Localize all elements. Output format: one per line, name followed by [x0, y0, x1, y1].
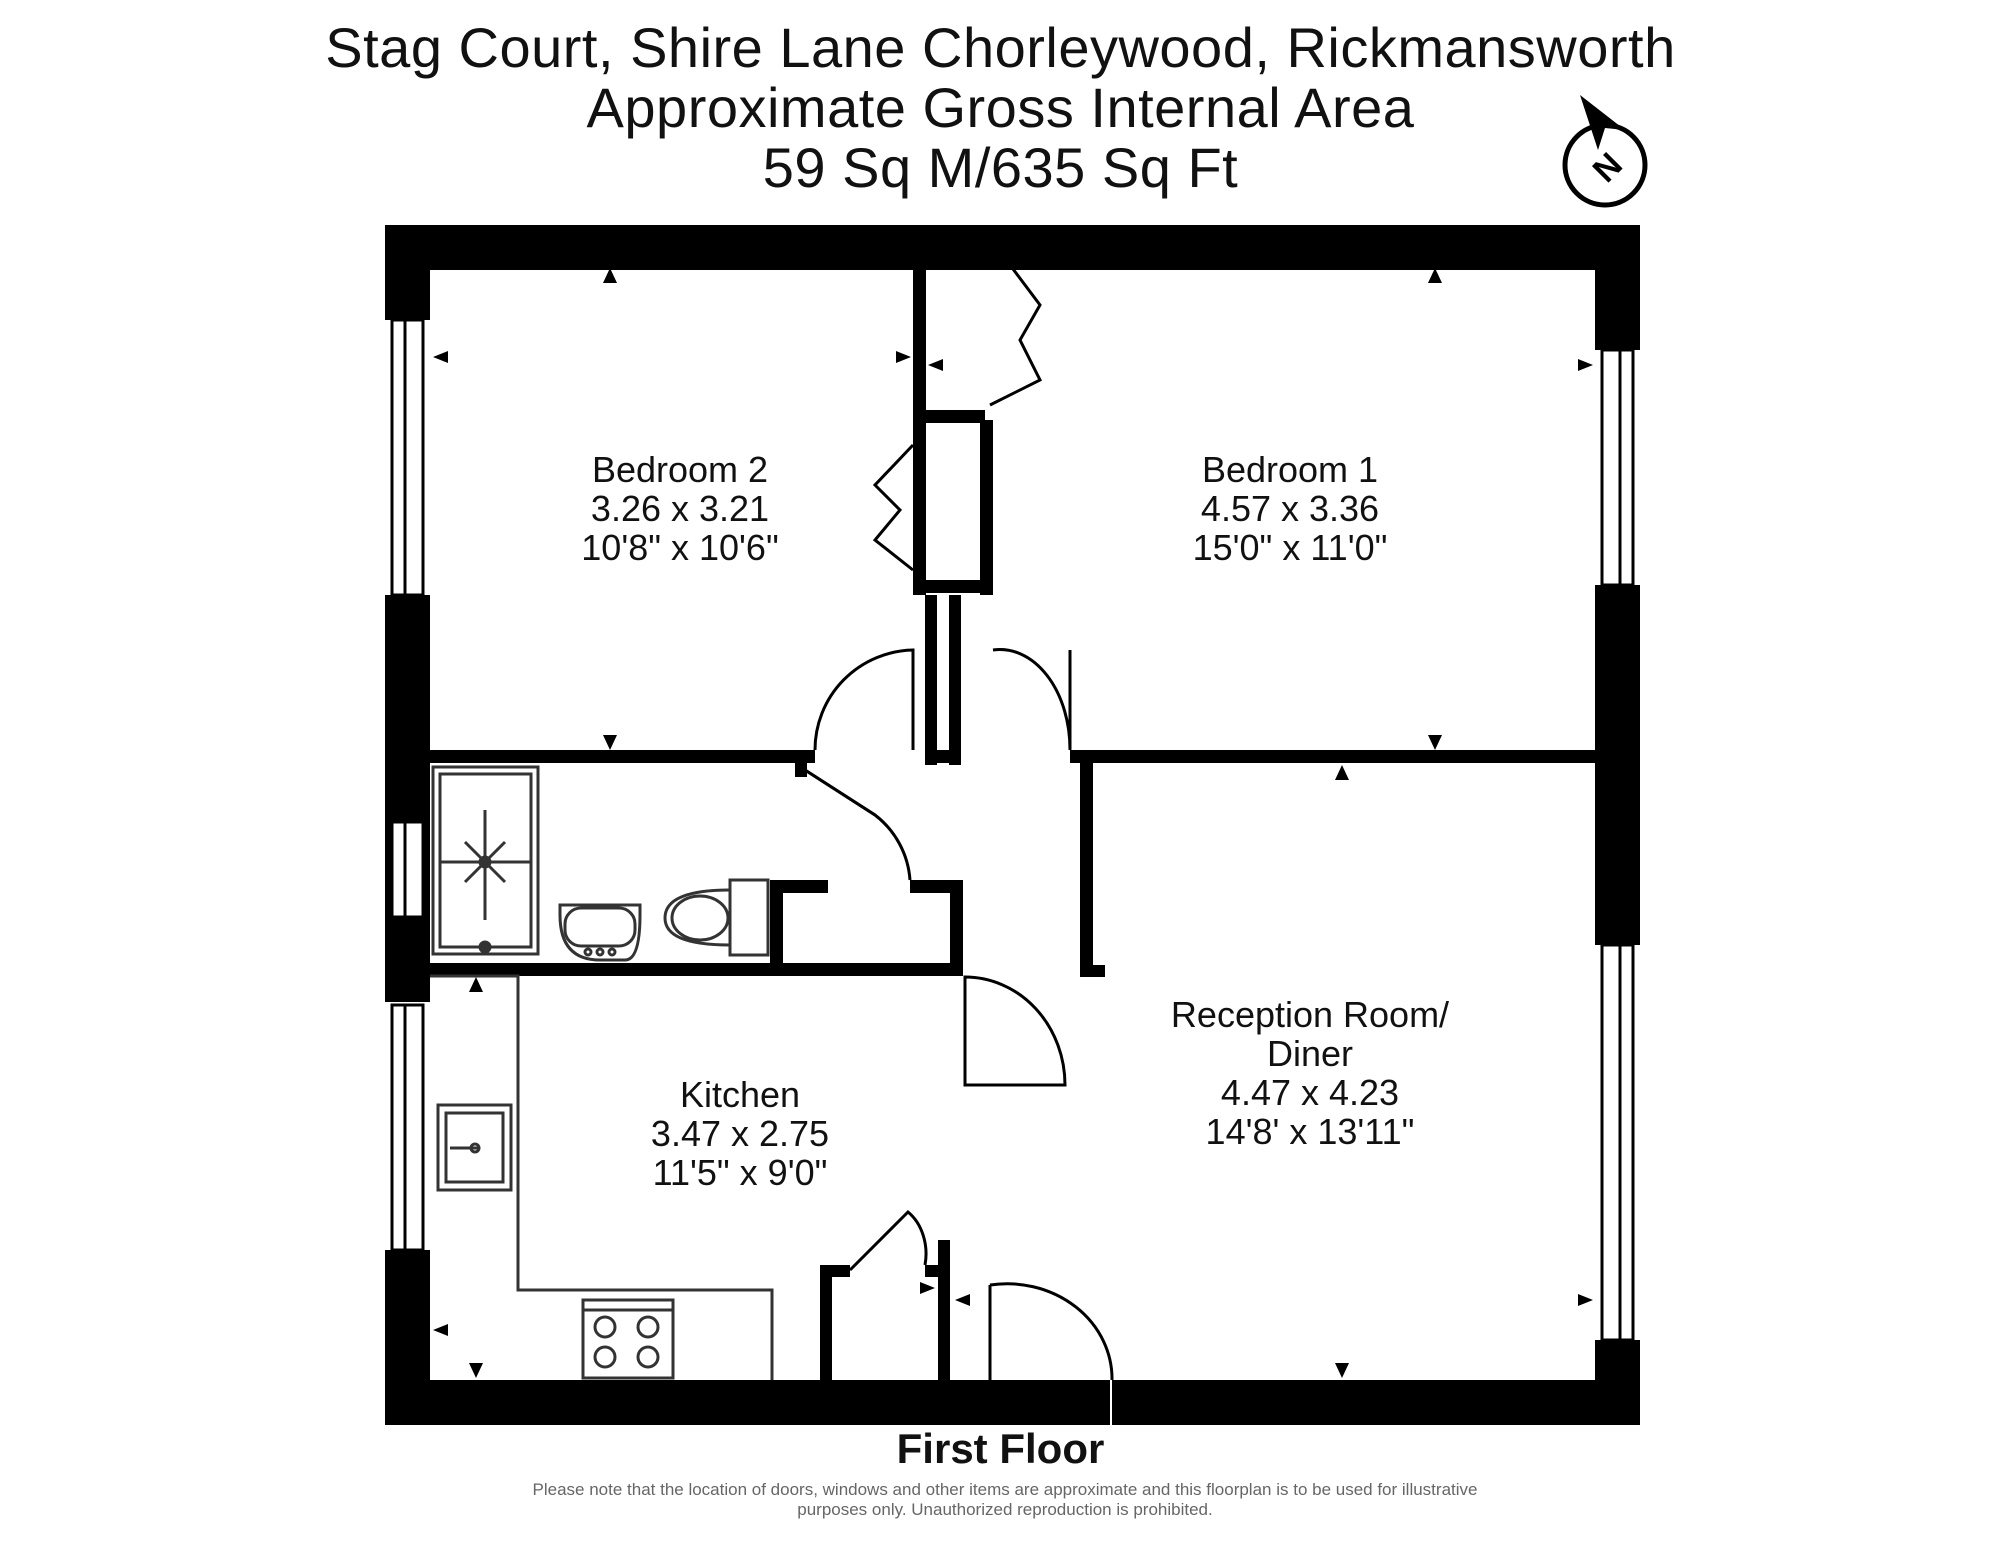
cupboard-door [848, 1209, 928, 1272]
hall-door [963, 975, 1067, 1087]
entrance-door [988, 1282, 1114, 1381]
compass-letter: N [1586, 146, 1630, 190]
room-name: Bedroom 1 [1201, 449, 1379, 490]
doors [804, 648, 1114, 1381]
area-value: 59 Sq M/635 Sq Ft [762, 136, 1239, 199]
room-name: Reception Room/ [1170, 994, 1450, 1035]
north-arrow-icon: N [1562, 95, 1648, 208]
room-metric: 4.47 x 4.23 [1220, 1072, 1400, 1113]
property-address: Stag Court, Shire Lane Chorleywood, Rick… [325, 16, 1676, 79]
floorplan-header: Stag Court, Shire Lane Chorleywood, Rick… [0, 18, 2001, 198]
kitchen-worktop [430, 974, 774, 1380]
room-reception-diner: Reception Room/ Diner 4.47 x 4.23 14'8' … [1130, 995, 1490, 1151]
windows [390, 318, 1635, 1342]
room-kitchen: Kitchen 3.47 x 2.75 11'5" x 9'0" [600, 1075, 880, 1192]
outer-walls [385, 225, 1640, 1425]
wardrobe-doors [872, 263, 1043, 572]
internal-walls [385, 265, 1640, 1380]
area-title: Approximate Gross Internal Area [586, 76, 1415, 139]
room-name: Bedroom 2 [591, 449, 769, 490]
disclaimer: Please note that the location of doors, … [460, 1480, 1550, 1520]
room-bedroom-2: Bedroom 2 3.26 x 3.21 10'8" x 10'6" [540, 450, 820, 567]
bedroom1-door [992, 648, 1072, 751]
basin-icon [558, 903, 642, 962]
bedroom2-door [813, 648, 915, 751]
room-metric: 3.26 x 3.21 [590, 488, 770, 529]
room-imperial: 11'5" x 9'0" [652, 1152, 828, 1193]
room-imperial: 14'8' x 13'11" [1205, 1111, 1415, 1152]
hob-icon [581, 1298, 675, 1380]
room-imperial: 10'8" x 10'6" [581, 527, 779, 568]
room-name-continued: Diner [1266, 1033, 1354, 1074]
disclaimer-line-1: Please note that the location of doors, … [532, 1480, 1478, 1499]
shower-icon [431, 765, 540, 956]
disclaimer-line-2: purposes only. Unauthorized reproduction… [797, 1500, 1213, 1519]
floor-label: First Floor [896, 1425, 1105, 1472]
room-bedroom-1: Bedroom 1 4.57 x 3.36 15'0" x 11'0" [1150, 450, 1430, 567]
bathroom-door [804, 768, 912, 881]
room-name: Kitchen [679, 1074, 801, 1115]
toilet-icon [663, 878, 770, 957]
sink-icon [436, 1103, 513, 1192]
dimension-markers [433, 268, 1593, 1378]
room-imperial: 15'0" x 11'0" [1192, 527, 1388, 568]
room-metric: 3.47 x 2.75 [650, 1113, 830, 1154]
room-metric: 4.57 x 3.36 [1200, 488, 1380, 529]
